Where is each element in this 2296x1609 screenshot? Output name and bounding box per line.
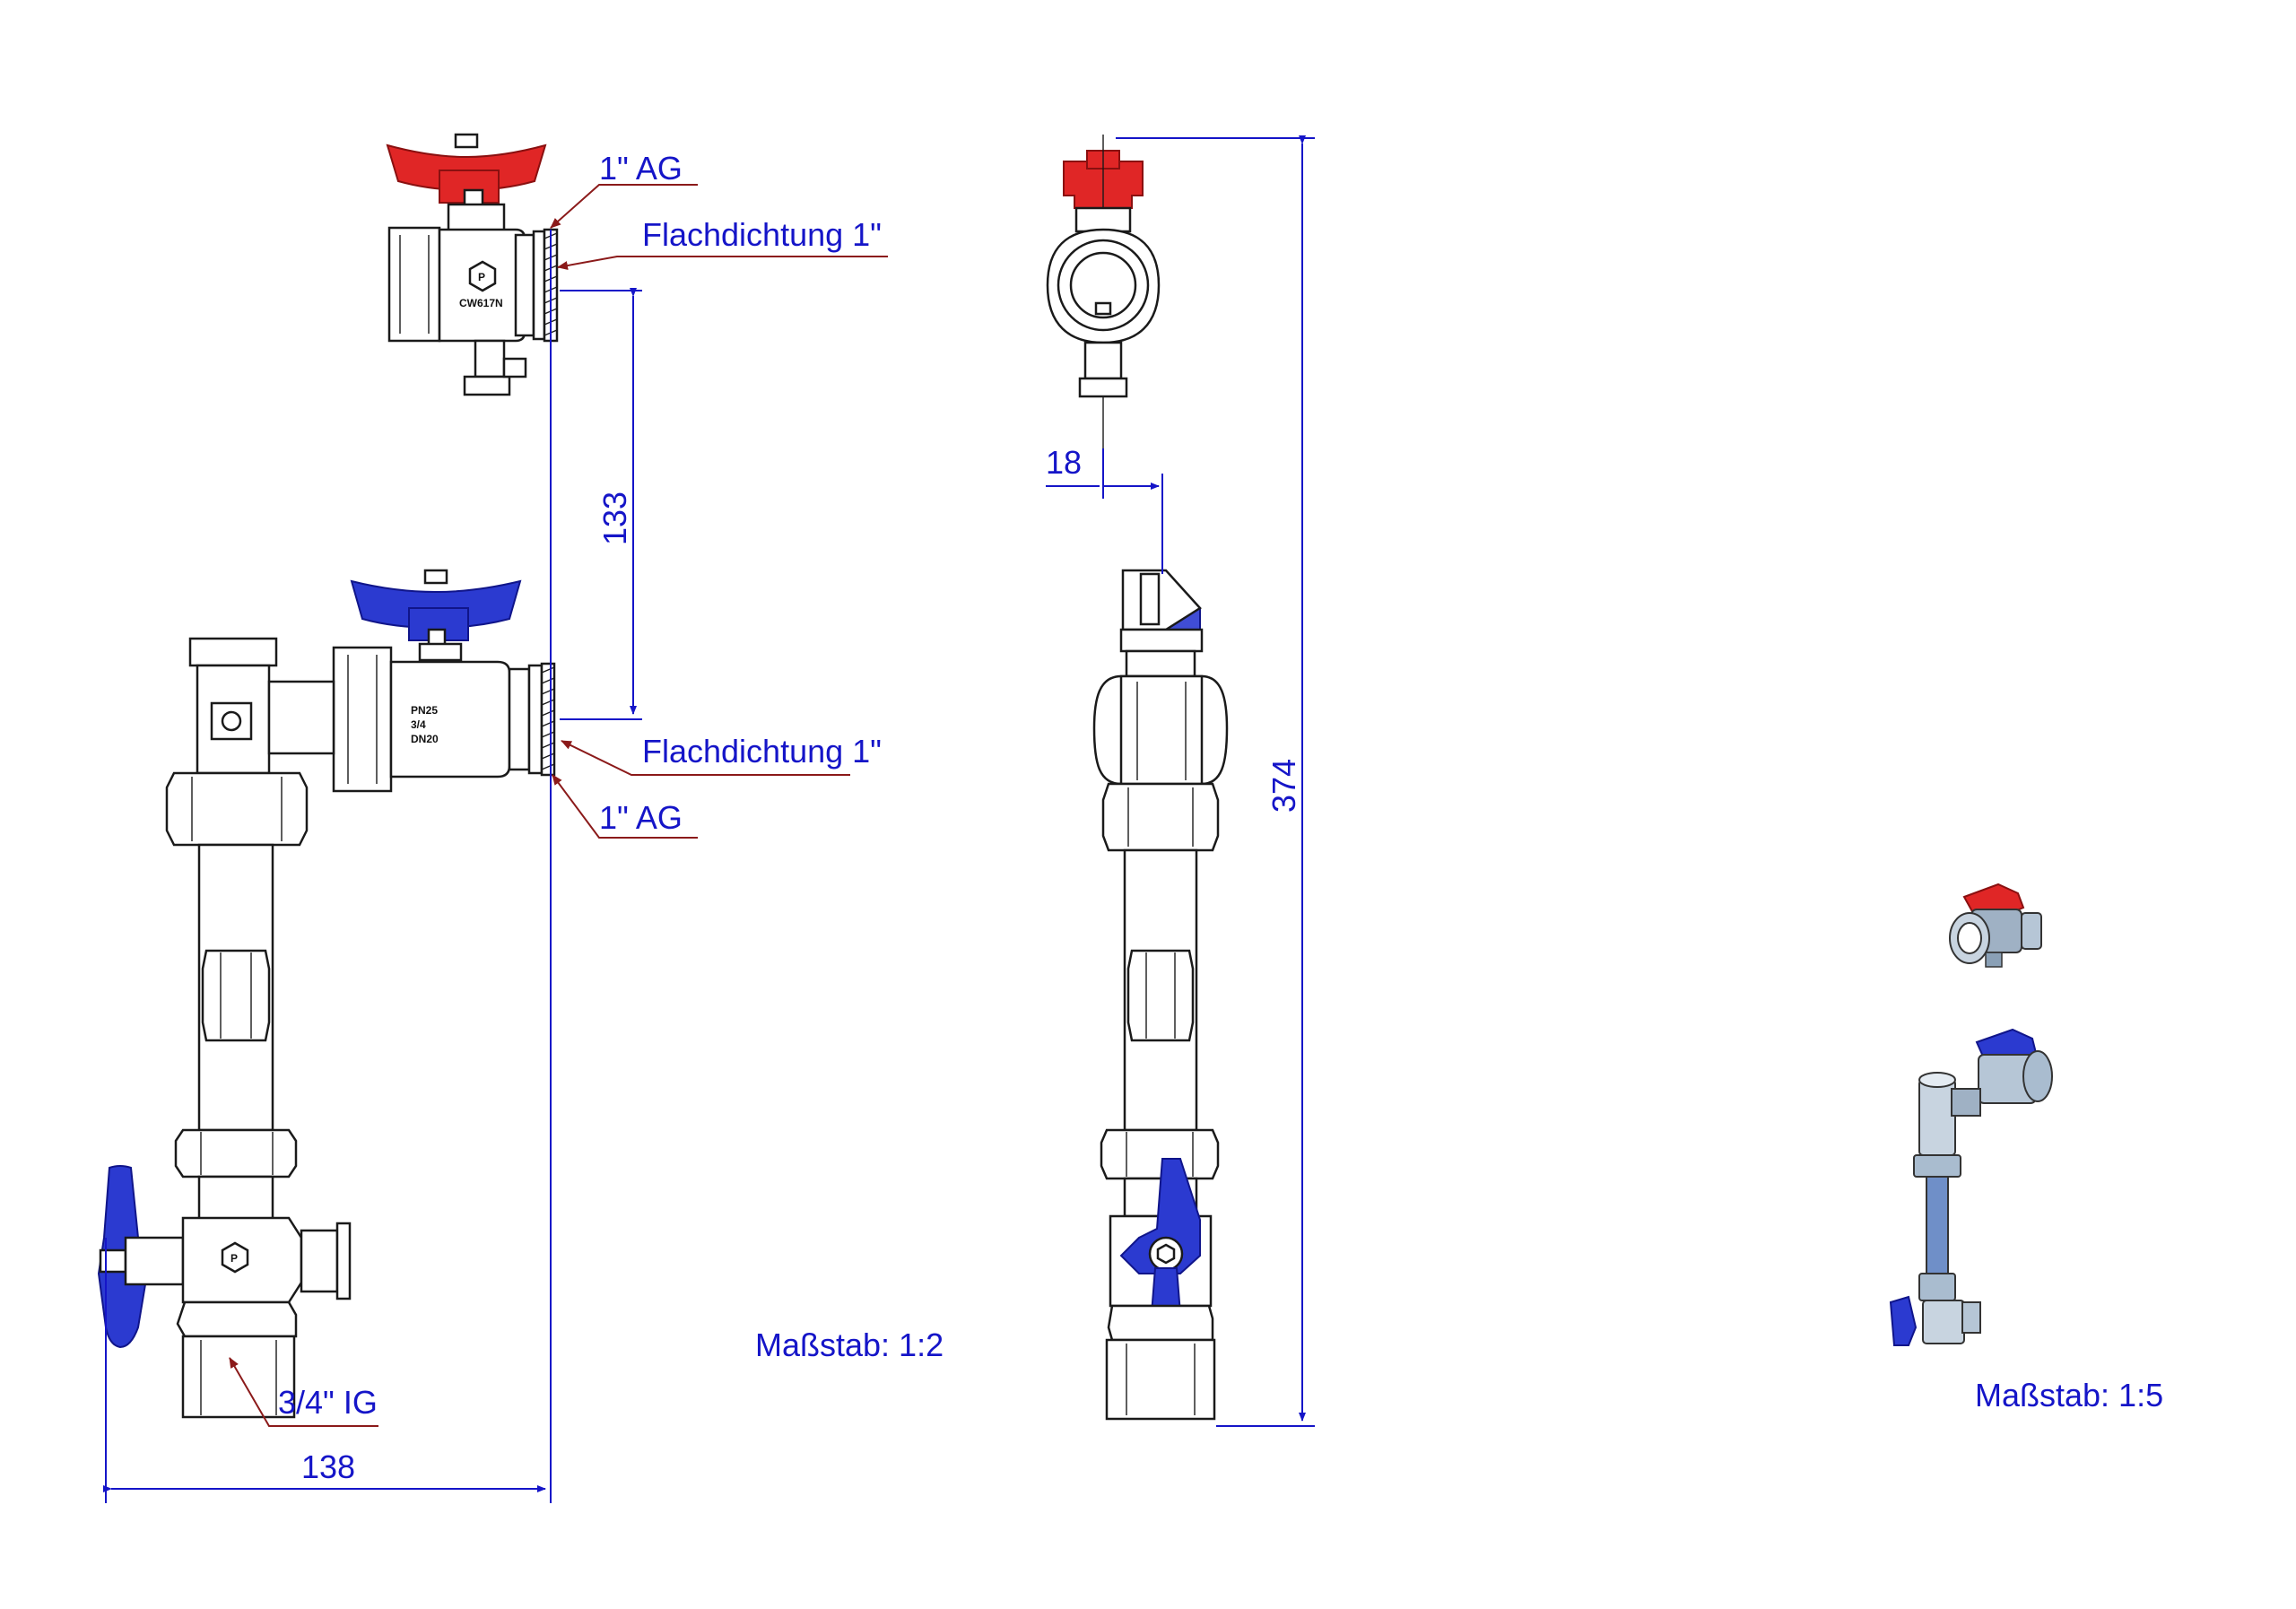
hexagon-p-logo-icon [468, 260, 497, 292]
dimension-height-value: 374 [1265, 759, 1302, 813]
top-valve-material: CW617N [459, 297, 503, 309]
front-view: P CW617N [97, 133, 944, 1503]
mid-valve-size: 3/4 [411, 718, 426, 731]
dimension-offset-value: 18 [1046, 444, 1082, 481]
label-mid-gasket: Flachdichtung 1" [561, 733, 882, 776]
dimension-offset: 18 [1046, 444, 1163, 574]
mid-valve-dn: DN20 [411, 733, 439, 745]
top-valve-side [1046, 135, 1161, 448]
top-valve-logo: P [478, 271, 485, 283]
dimension-total-height: 374 [1116, 135, 1315, 1427]
label-mid-thread-text: 1" AG [599, 799, 683, 836]
scale-main: Maßstab: 1:2 [755, 1326, 944, 1363]
top-ball-valve: P CW617N [386, 133, 559, 396]
dimension-valve-spacing: 133 [560, 288, 642, 720]
label-top-thread: 1" AG [550, 150, 698, 229]
bottom-ball-valve: P [97, 1165, 352, 1419]
label-top-gasket-text: Flachdichtung 1" [642, 216, 882, 253]
isometric-preview-assembly [1889, 1028, 2053, 1346]
pipe [174, 843, 298, 1222]
isometric-preview-top [1949, 883, 2042, 968]
label-top-thread-text: 1" AG [599, 150, 683, 187]
label-mid-thread: 1" AG [552, 774, 698, 839]
dimension-spacing-value: 133 [596, 491, 633, 545]
hexagon-p-logo-icon-bottom [221, 1241, 249, 1274]
side-view: 18 374 [1046, 135, 1315, 1427]
label-bottom-thread-text: 3/4" IG [278, 1384, 378, 1421]
tee-fitting [165, 637, 335, 847]
scale-small: Maßstab: 1:5 [1975, 1377, 2163, 1413]
bottom-valve-logo: P [230, 1252, 238, 1265]
mid-valve-pn: PN25 [411, 704, 438, 717]
dimension-width: 138 [103, 230, 552, 1503]
lower-assembly-side [1092, 569, 1229, 1421]
middle-ball-valve: PN25 3/4 DN20 [332, 569, 556, 793]
dimension-width-value: 138 [301, 1448, 355, 1485]
label-mid-gasket-text: Flachdichtung 1" [642, 733, 882, 770]
label-top-gasket: Flachdichtung 1" [557, 216, 888, 270]
label-bottom-thread: 3/4" IG [229, 1357, 378, 1427]
blue-butterfly-handle [350, 579, 522, 630]
